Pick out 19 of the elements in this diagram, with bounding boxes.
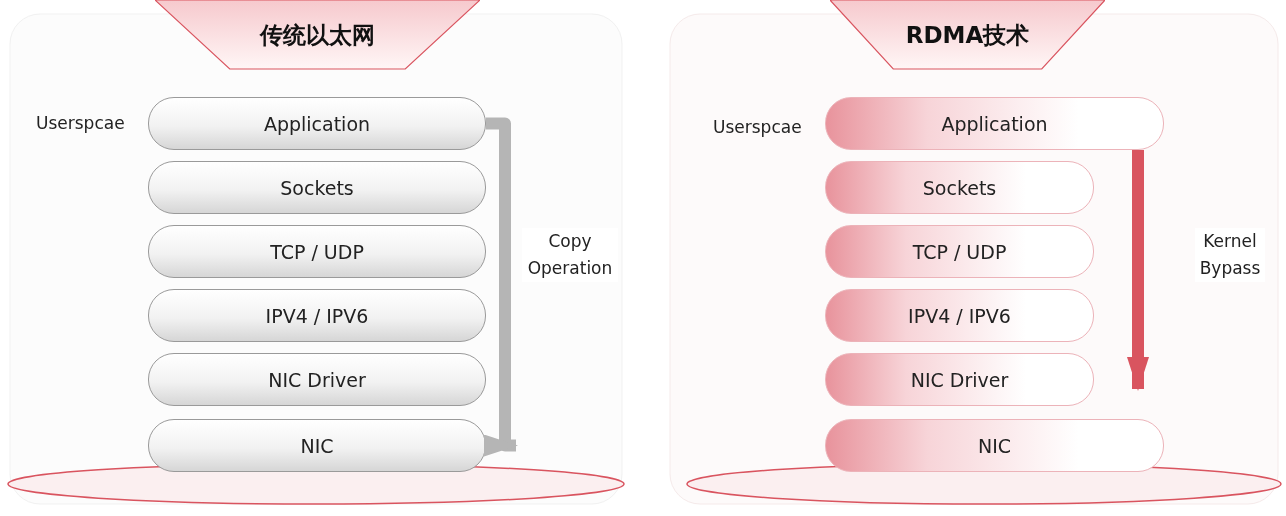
- layer-box: NIC Driver: [148, 353, 486, 406]
- layer-box: Sockets: [825, 161, 1094, 214]
- layer-box: IPV4 / IPV6: [825, 289, 1094, 342]
- edge-label: Kernel Bypass: [1195, 228, 1265, 282]
- side-label: Userspcae: [713, 117, 802, 137]
- layer-box: IPV4 / IPV6: [148, 289, 486, 342]
- layer-box: TCP / UDP: [825, 225, 1094, 278]
- title-banner: RDMA技术: [830, 0, 1105, 70]
- title-banner: 传统以太网: [155, 0, 480, 70]
- layer-box: Application: [825, 97, 1164, 150]
- arrow: [1127, 150, 1149, 391]
- layer-box: NIC Driver: [825, 353, 1094, 406]
- layer-box: Application: [148, 97, 486, 150]
- layer-box: TCP / UDP: [148, 225, 486, 278]
- arrow: [484, 117, 518, 457]
- layer-box: Sockets: [148, 161, 486, 214]
- side-label: Userspcae: [36, 113, 125, 133]
- layer-box: NIC: [148, 419, 486, 472]
- layer-box: NIC: [825, 419, 1164, 472]
